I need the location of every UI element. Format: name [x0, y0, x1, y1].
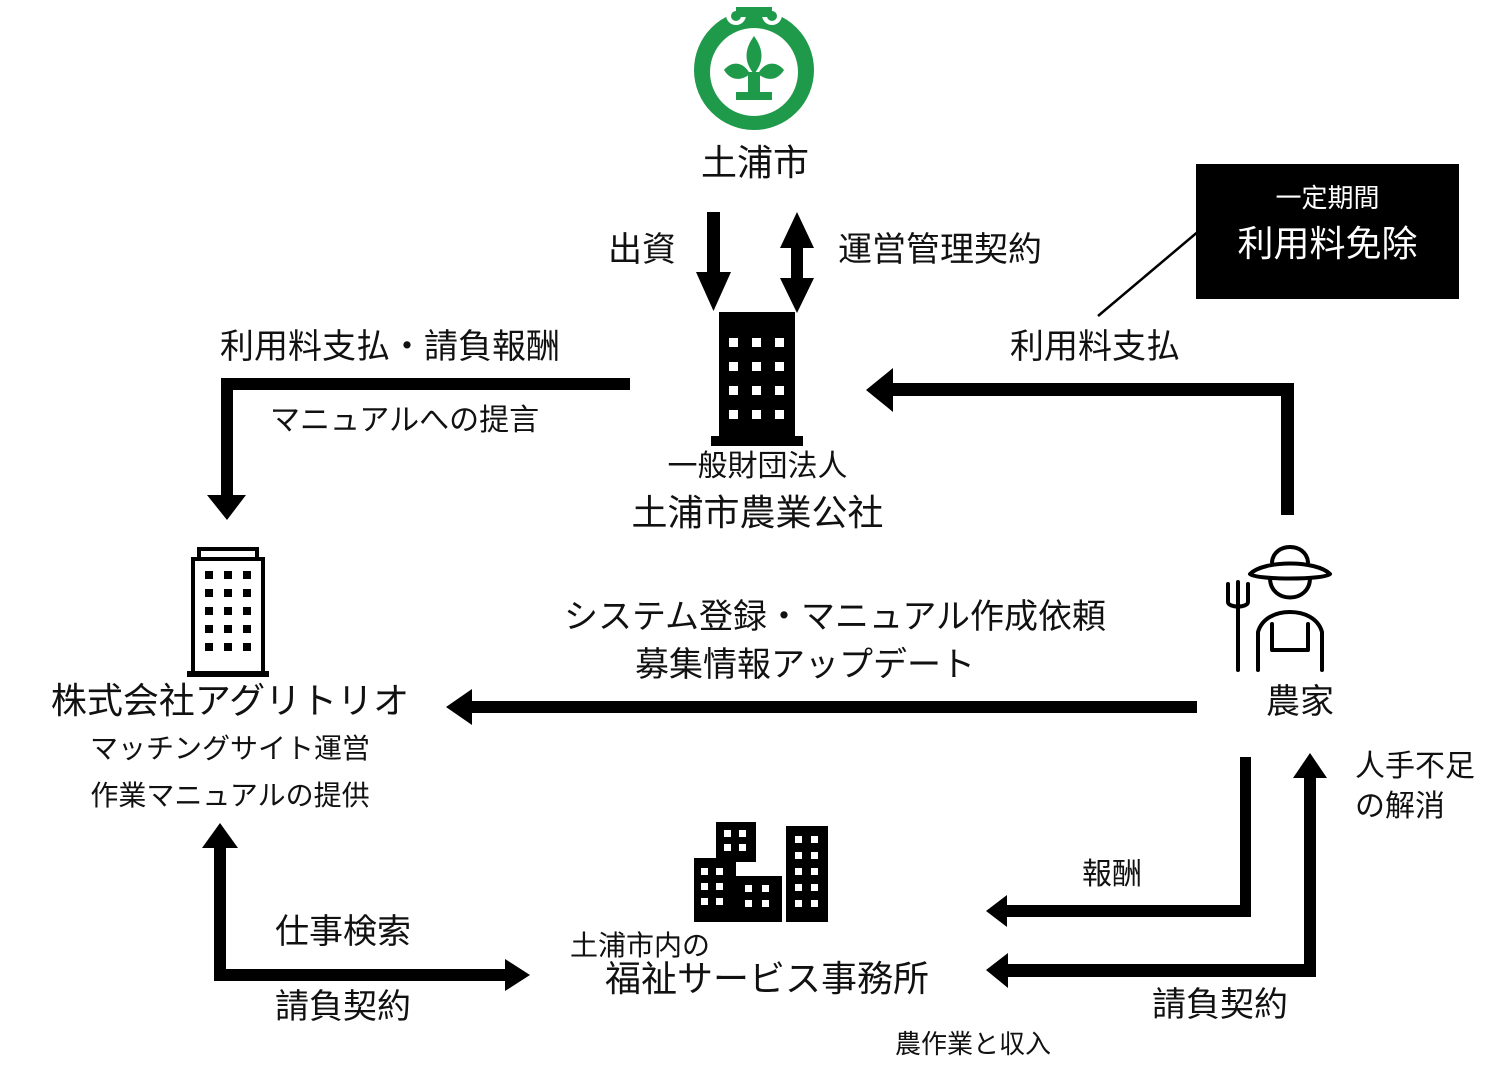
fee-waiver-callout: 一定期間 利用料免除	[1196, 164, 1459, 299]
agritorio-role-manual: 作業マニュアルの提供	[90, 779, 370, 812]
callout-period: 一定期間	[1275, 184, 1380, 214]
reward-label: 報酬	[1082, 857, 1142, 892]
office-building-icon	[711, 312, 803, 446]
agritorio-role-matching: マッチングサイト運営	[89, 732, 370, 765]
agritorio-name-label: 株式会社アグリトリオ	[50, 681, 410, 722]
fee-reward-label: 利用料支払・請負報酬	[220, 327, 560, 367]
system-request-label: システム登録・マニュアル作成依頼	[564, 597, 1106, 637]
labor-shortage-resolve-label: の解消	[1355, 789, 1445, 824]
callout-waiver: 利用料免除	[1237, 224, 1418, 265]
farmer-fee-label: 利用料支払	[1010, 327, 1180, 367]
recruitment-update-label: 募集情報アップデート	[635, 645, 975, 685]
city-label: 土浦市	[700, 143, 809, 184]
investment-label: 出資	[608, 230, 676, 270]
contract-left-arrow	[202, 823, 530, 991]
farmer-label: 農家	[1266, 682, 1334, 722]
welfare-name-label: 福祉サービス事務所	[605, 959, 930, 1000]
farmer-fee-arrow	[866, 368, 1294, 515]
farmer-icon	[1226, 545, 1332, 672]
agritorio-building-icon	[187, 547, 269, 677]
tsuchiura-city-emblem	[694, 5, 814, 130]
contract-left-label: 請負契約	[275, 987, 411, 1027]
fee-reward-arrow	[207, 378, 630, 520]
management-contract-arrow	[780, 212, 814, 313]
welfare-location-label: 土浦市内の	[570, 929, 711, 962]
reward-arrow	[986, 757, 1251, 927]
investment-arrow	[696, 212, 731, 311]
contract-right-label: 請負契約	[1152, 985, 1288, 1025]
farm-work-income-label: 農作業と収入	[895, 1030, 1052, 1060]
city-buildings-icon	[694, 822, 828, 922]
corporation-type-label: 一般財団法人	[667, 449, 848, 484]
management-contract-label: 運営管理契約	[838, 230, 1042, 270]
callout-pointer	[1097, 229, 1201, 317]
contract-right-arrow	[986, 753, 1327, 988]
labor-shortage-label: 人手不足	[1355, 749, 1475, 784]
system-request-arrow	[446, 689, 1197, 725]
corporation-name-label: 土浦市農業公社	[631, 493, 884, 534]
manual-proposal-label: マニュアルへの提言	[270, 403, 540, 438]
job-search-label: 仕事検索	[275, 912, 411, 952]
